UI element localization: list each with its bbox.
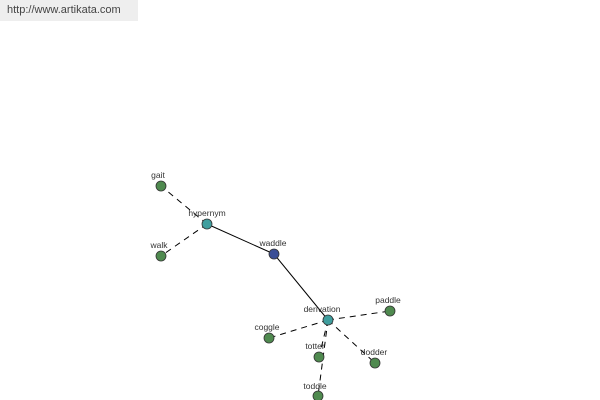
node-label-derivation: derivation bbox=[304, 304, 341, 314]
node-label-waddle: waddle bbox=[259, 238, 287, 248]
edge-hypernym-gait bbox=[160, 185, 208, 225]
node-label-walk: walk bbox=[149, 240, 168, 250]
node-dot-paddle[interactable] bbox=[384, 305, 396, 317]
node-waddle[interactable]: waddle bbox=[259, 238, 287, 260]
node-label-paddle: paddle bbox=[375, 295, 401, 305]
node-toddle[interactable]: toddle bbox=[303, 381, 327, 400]
node-dot-toddle[interactable] bbox=[312, 390, 324, 400]
edge-derivation-totter bbox=[318, 319, 329, 358]
node-dodder[interactable]: dodder bbox=[361, 347, 388, 369]
node-gait[interactable]: gait bbox=[151, 170, 167, 192]
node-dot-gait[interactable] bbox=[155, 180, 167, 192]
graph-nodes: waddle hypernym derivation gait walk paddle co… bbox=[149, 170, 401, 400]
node-label-dodder: dodder bbox=[361, 347, 388, 357]
node-label-toddle: toddle bbox=[303, 381, 326, 391]
edge-waddle-hypernym bbox=[206, 223, 275, 255]
node-walk[interactable]: walk bbox=[149, 240, 168, 262]
site-url[interactable]: http://www.artikata.com bbox=[0, 0, 138, 21]
node-dot-dodder[interactable] bbox=[369, 357, 381, 369]
edge-hypernym-walk bbox=[160, 223, 208, 257]
node-label-gait: gait bbox=[151, 170, 165, 180]
node-coggle[interactable]: coggle bbox=[254, 322, 280, 344]
node-hypernym[interactable]: hypernym bbox=[188, 208, 226, 230]
edge-waddle-derivation bbox=[273, 253, 329, 321]
node-derivation[interactable]: derivation bbox=[304, 304, 341, 326]
node-label-totter: totter bbox=[305, 341, 325, 351]
node-dot-derivation[interactable] bbox=[322, 314, 334, 326]
node-label-coggle: coggle bbox=[254, 322, 279, 332]
node-totter[interactable]: totter bbox=[305, 341, 325, 363]
node-dot-waddle[interactable] bbox=[268, 248, 280, 260]
node-dot-walk[interactable] bbox=[155, 250, 167, 262]
node-paddle[interactable]: paddle bbox=[375, 295, 401, 317]
node-dot-hypernym[interactable] bbox=[201, 218, 213, 230]
node-dot-totter[interactable] bbox=[313, 351, 325, 363]
node-dot-coggle[interactable] bbox=[263, 332, 275, 344]
node-label-hypernym: hypernym bbox=[188, 208, 225, 218]
